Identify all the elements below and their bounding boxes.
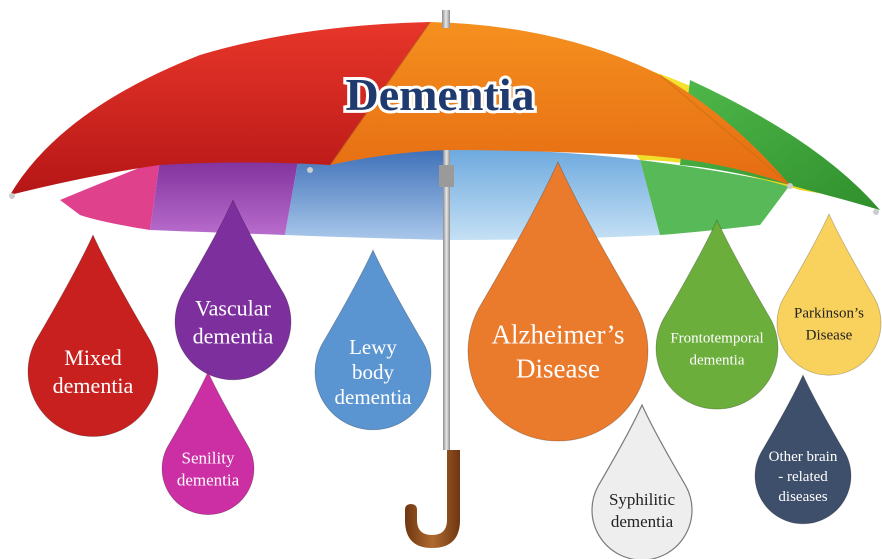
drop-label: diseases — [778, 489, 827, 505]
rib-tip — [873, 209, 879, 215]
umbrella-runner — [439, 165, 454, 187]
drop-label: Lewy — [349, 335, 397, 359]
drop-label: dementia — [53, 373, 134, 398]
drop-mixed: Mixed dementia — [28, 235, 158, 437]
rib-tip — [307, 167, 313, 173]
drop-label: Other brain — [769, 449, 838, 465]
drop-label: Vascular — [195, 296, 271, 321]
rib-tip — [9, 193, 15, 199]
rib-tip — [787, 183, 793, 189]
umbrella-pole — [443, 150, 450, 450]
drop-label: dementia — [177, 471, 240, 490]
drop-label: body — [352, 360, 395, 384]
drop-label: Alzheimer’s — [492, 319, 625, 349]
drop-label: Parkinson’s — [794, 305, 864, 321]
drop-label: - related — [778, 469, 828, 485]
drop-shape — [656, 220, 778, 409]
drop-shape — [592, 405, 692, 559]
umbrella-handle — [405, 450, 460, 548]
drop-senility: Senility dementia — [162, 372, 254, 515]
drop-label: dementia — [193, 324, 274, 349]
drop-label: dementia — [611, 512, 674, 531]
drop-shape — [777, 214, 881, 375]
diagram-title: Dementia — [345, 69, 534, 120]
drop-shape — [28, 235, 158, 437]
drop-label: Frontotemporal — [670, 330, 763, 346]
drop-label: Disease — [516, 353, 600, 383]
drop-label: Mixed — [64, 345, 121, 370]
drop-other: Other brain - related diseases — [755, 375, 851, 524]
drop-shape — [162, 372, 254, 515]
drop-label: dementia — [335, 385, 413, 409]
umbrella-tip — [442, 10, 450, 28]
drop-syphilitic: Syphilitic dementia — [592, 405, 692, 559]
drop-label: Senility — [182, 449, 235, 468]
drop-label: Syphilitic — [609, 490, 676, 509]
drop-frontotemporal: Frontotemporal dementia — [656, 220, 778, 409]
drop-label: dementia — [690, 352, 745, 368]
drop-label: Disease — [806, 327, 853, 343]
